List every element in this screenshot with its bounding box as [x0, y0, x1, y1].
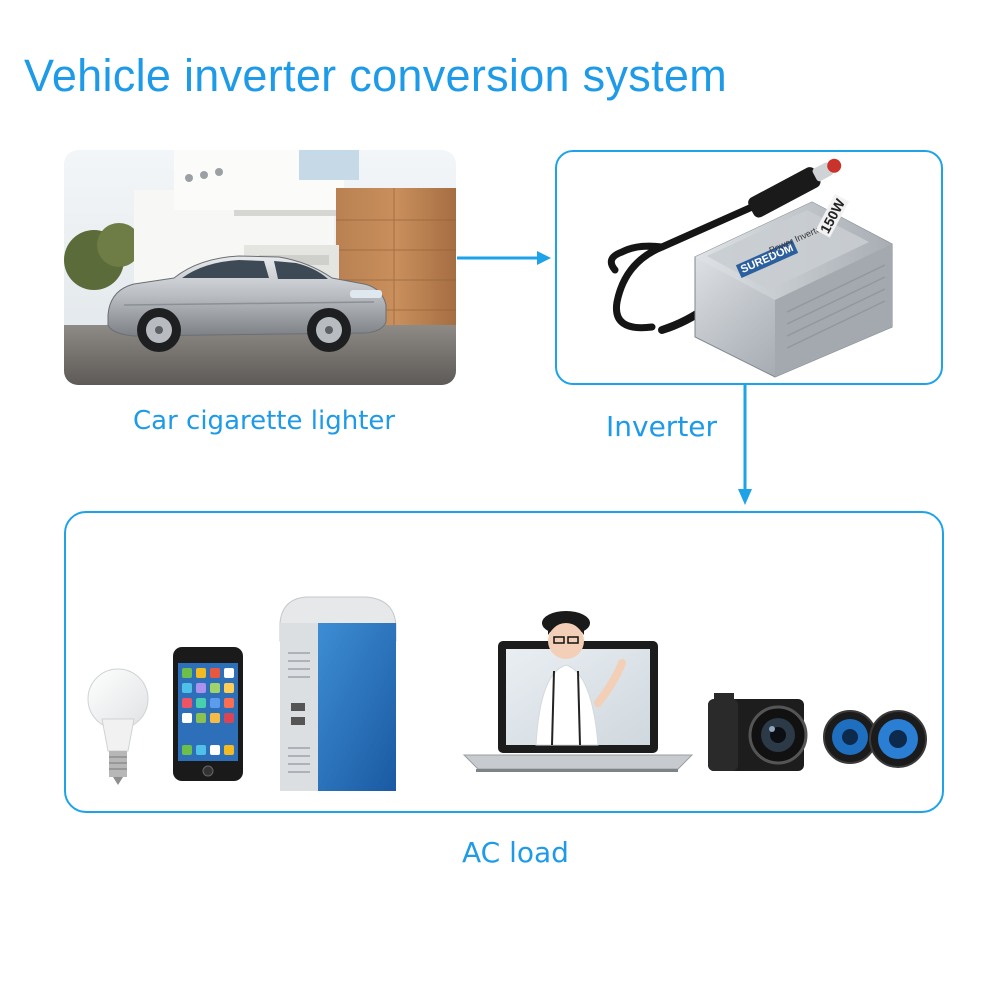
bulb-icon [87, 668, 149, 785]
inverter-box: SUREDOM Power Inverter 150W [555, 150, 943, 385]
ac-load-box [64, 511, 944, 813]
smartphone-icon [173, 647, 243, 781]
camera-icon [708, 693, 808, 771]
car-fridge-icon [279, 596, 397, 791]
page-title: Vehicle inverter conversion system [24, 50, 727, 101]
arrow-down-icon [738, 385, 752, 505]
ac-load-label: AC load [462, 836, 569, 869]
inverter-label: Inverter [606, 410, 718, 443]
car-label: Car cigarette lighter [133, 406, 396, 436]
car-illustration-icon [64, 150, 456, 385]
car-photo [64, 150, 456, 385]
laptop-icon [462, 611, 694, 772]
speakers-icon [823, 710, 927, 768]
ac-load-devices [87, 596, 927, 791]
arrow-right-icon [457, 251, 551, 265]
